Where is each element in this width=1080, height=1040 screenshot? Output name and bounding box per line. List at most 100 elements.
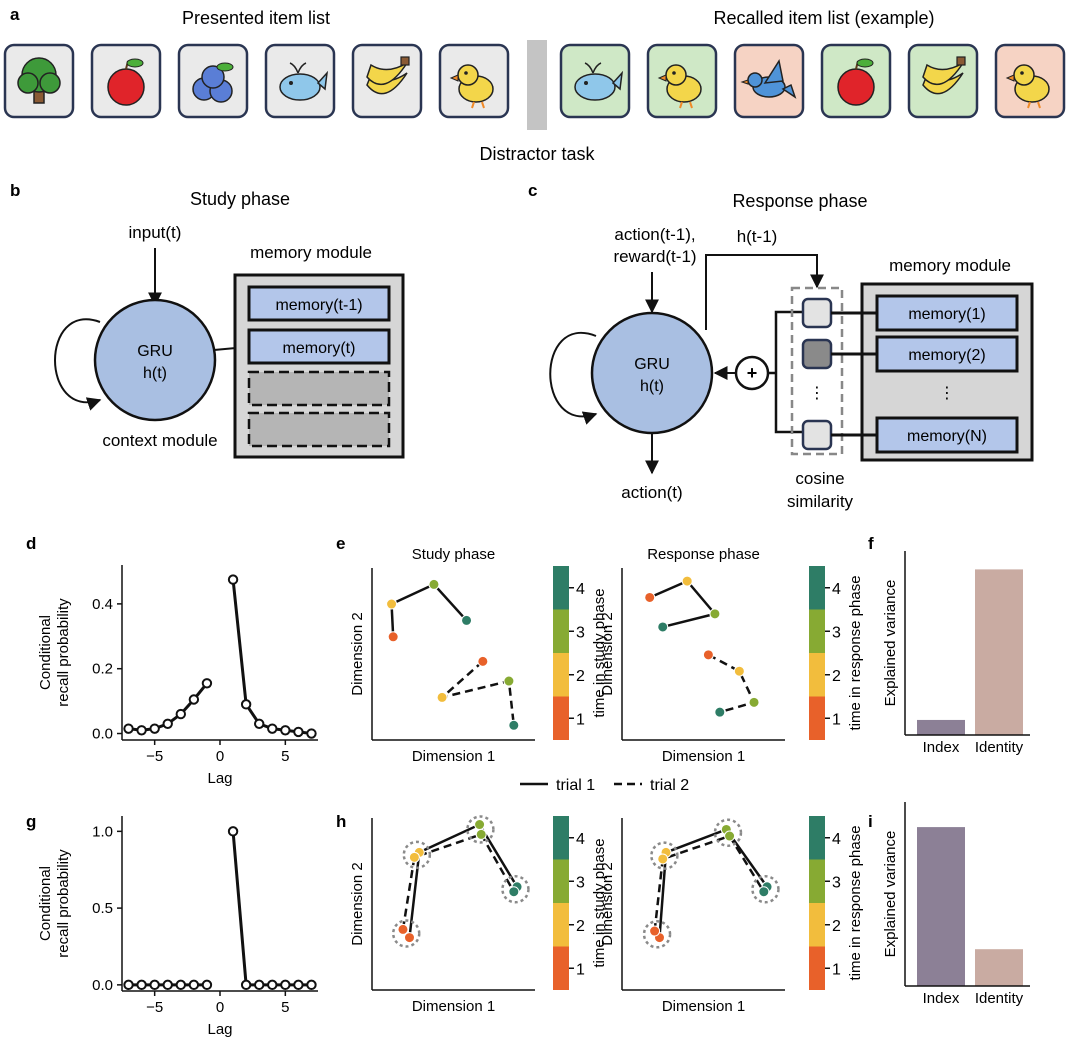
x-tick-label: 0 [216, 748, 224, 765]
whale-eye [584, 81, 588, 85]
x-tick-label: 0 [216, 999, 224, 1016]
cosine-group-box [790, 286, 844, 456]
panel-letter-f: f [868, 534, 874, 553]
blueberry-leaf [216, 62, 234, 72]
panel-letter-a: a [10, 5, 20, 24]
similarity-cell-n [801, 419, 833, 451]
y-axis-label: Explained variance [882, 831, 899, 958]
positive-lag-point [240, 699, 252, 710]
chick-leg-left [471, 101, 475, 109]
chick-leg-left [1027, 101, 1031, 109]
memory-module-title-c: memory module [889, 256, 1011, 275]
x-axis-label: Lag [207, 1021, 232, 1038]
positive-lag-point [240, 979, 252, 991]
colorbar-label: time in response phase [847, 825, 864, 980]
memory-slot-empty-1 [247, 370, 391, 407]
memory-slot-prev-label: memory(t-1) [275, 297, 362, 314]
positive-lag-point [227, 826, 239, 837]
gru-node-b [93, 298, 217, 422]
trial2-point [702, 649, 714, 661]
positive-lag-point [227, 574, 239, 585]
trial1-path [649, 579, 718, 629]
y-tick-label: 0.0 [92, 726, 113, 743]
chick-beak [657, 74, 667, 82]
apple-leaf [856, 58, 874, 68]
chick-beak [449, 74, 459, 82]
memory-slot-prev [247, 285, 391, 322]
memory-slot-2-label: memory(2) [908, 347, 985, 364]
trial2-point [477, 655, 489, 667]
x-axis-label: Dimension 1 [412, 998, 495, 1015]
colorbar [809, 566, 825, 740]
apple-body [837, 68, 875, 106]
recalled-list-title: Recalled item list (example) [713, 8, 934, 28]
x-axis-label: Dimension 1 [662, 998, 745, 1015]
trial1-point [657, 621, 669, 633]
trial1-path [658, 827, 769, 938]
y-axis-label-line2: recall probability [55, 598, 72, 707]
chick-icon [1005, 64, 1050, 109]
x-tick-label: 5 [281, 999, 289, 1016]
blueberries-icon [192, 62, 234, 103]
whale-spout [584, 62, 602, 74]
chick-head [457, 64, 479, 86]
blueberry-2 [201, 65, 225, 89]
chart-title: Response phase [647, 546, 760, 563]
negative-lag-point [162, 718, 173, 729]
whale-icon [279, 62, 329, 101]
trial1-point [709, 608, 721, 620]
positive-lag-line [231, 579, 312, 736]
y-axis-label-line2: recall probability [55, 849, 72, 958]
whale-tail [611, 70, 624, 91]
memory-slot-1 [875, 294, 1019, 332]
input-label: input(t) [129, 223, 182, 242]
colorbar [553, 816, 569, 990]
chick-eye [672, 71, 676, 75]
colorbar-tick-label: 2 [576, 918, 585, 935]
chick-leg-right [1037, 101, 1041, 109]
chick-head [665, 64, 687, 86]
cluster-halo [642, 920, 672, 949]
tree-crown-left [17, 72, 39, 94]
bar-category-label: Identity [975, 990, 1024, 1007]
bar-index [917, 719, 965, 735]
colorbar-tick-label: 4 [576, 581, 585, 598]
trial1-point [681, 575, 693, 587]
colorbar-label: time in study phase [591, 588, 608, 717]
memory-slot-2 [875, 335, 1019, 373]
trial1-point [474, 819, 486, 831]
y-axis-label: Dimension 2 [349, 612, 366, 695]
study-phase-title: Study phase [190, 189, 290, 209]
positive-lag-point [306, 728, 317, 739]
positive-lag-point [254, 979, 265, 991]
trial2-point [733, 665, 745, 677]
y-axis-label: Dimension 2 [599, 612, 616, 695]
chick-head [1013, 64, 1035, 86]
apple-icon [837, 58, 875, 106]
colorbar-tick-label: 4 [832, 831, 841, 848]
whale-body [574, 73, 616, 101]
bird-head [747, 72, 763, 88]
y-axis-label-line1: Conditional [37, 866, 54, 941]
banana-icon [922, 56, 966, 95]
bar-category-label: Index [923, 739, 960, 756]
trial2-path [653, 834, 765, 932]
gru-label-b: GRU [137, 343, 173, 360]
y-tick-label: 1.0 [92, 823, 113, 840]
panel-letter-e: e [336, 534, 345, 553]
colorbar-tick-label: 1 [832, 961, 841, 978]
similarity-cell-1 [801, 297, 833, 329]
colorbar-tick-label: 1 [832, 711, 841, 728]
banana-stem [956, 56, 966, 66]
positive-lag-point [306, 979, 317, 991]
cosine-label-line1: cosine [795, 469, 844, 488]
chick-leg-left [679, 101, 683, 109]
memory-slot-1-label: memory(1) [908, 306, 985, 323]
apple-leaf [126, 58, 144, 68]
bird-wing [763, 59, 784, 84]
negative-lag-point [123, 979, 134, 991]
trial1-point [644, 591, 656, 603]
positive-lag-point [254, 718, 265, 729]
